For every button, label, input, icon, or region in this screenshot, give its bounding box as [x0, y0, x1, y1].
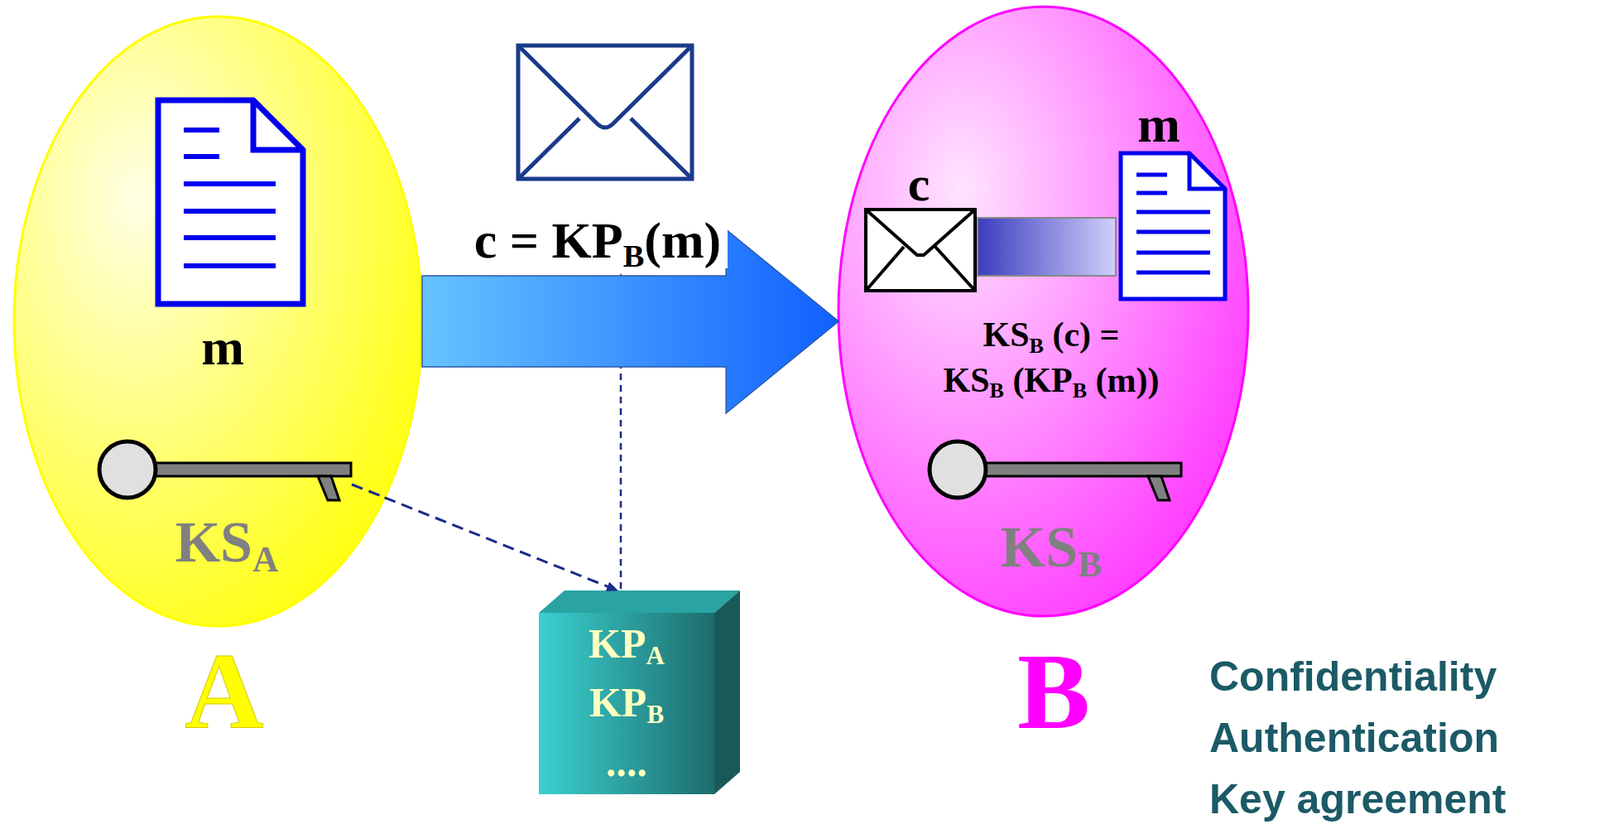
- message-label: m: [1137, 96, 1181, 153]
- key-label: KSA: [175, 509, 279, 574]
- ellipsis: ....: [605, 739, 648, 785]
- public-key: KPB: [589, 679, 664, 726]
- party-name: A: [184, 630, 264, 751]
- key-store-cube: KPA KPB....: [538, 590, 740, 794]
- key-symbol: [929, 441, 1182, 500]
- envelope-icon: [865, 209, 976, 291]
- party-ellipse: cmKSB (c) = KSB (KPB (m))KSBB: [836, 4, 1250, 618]
- cipher-label: c: [908, 156, 931, 212]
- key-label: KSB: [1000, 514, 1102, 579]
- formula: KSB (c) = KSB (KPB (m)): [942, 312, 1159, 403]
- dashed-connector: [384, 497, 618, 591]
- decrypt-bar: [977, 217, 1116, 276]
- public-key: KPA: [588, 620, 665, 667]
- property-label: Key agreement: [1209, 773, 1507, 824]
- edge-label: c = KPB(m): [467, 211, 729, 269]
- envelope-icon: [518, 45, 692, 179]
- message-label: m: [201, 318, 245, 375]
- leader-line: [351, 484, 386, 498]
- party-name: B: [1017, 630, 1091, 751]
- property-label: Confidentiality: [1209, 651, 1497, 702]
- document-icon: [1120, 153, 1226, 299]
- document-icon: [158, 100, 303, 304]
- key-symbol: [99, 441, 351, 500]
- property-label: Authentication: [1209, 712, 1500, 763]
